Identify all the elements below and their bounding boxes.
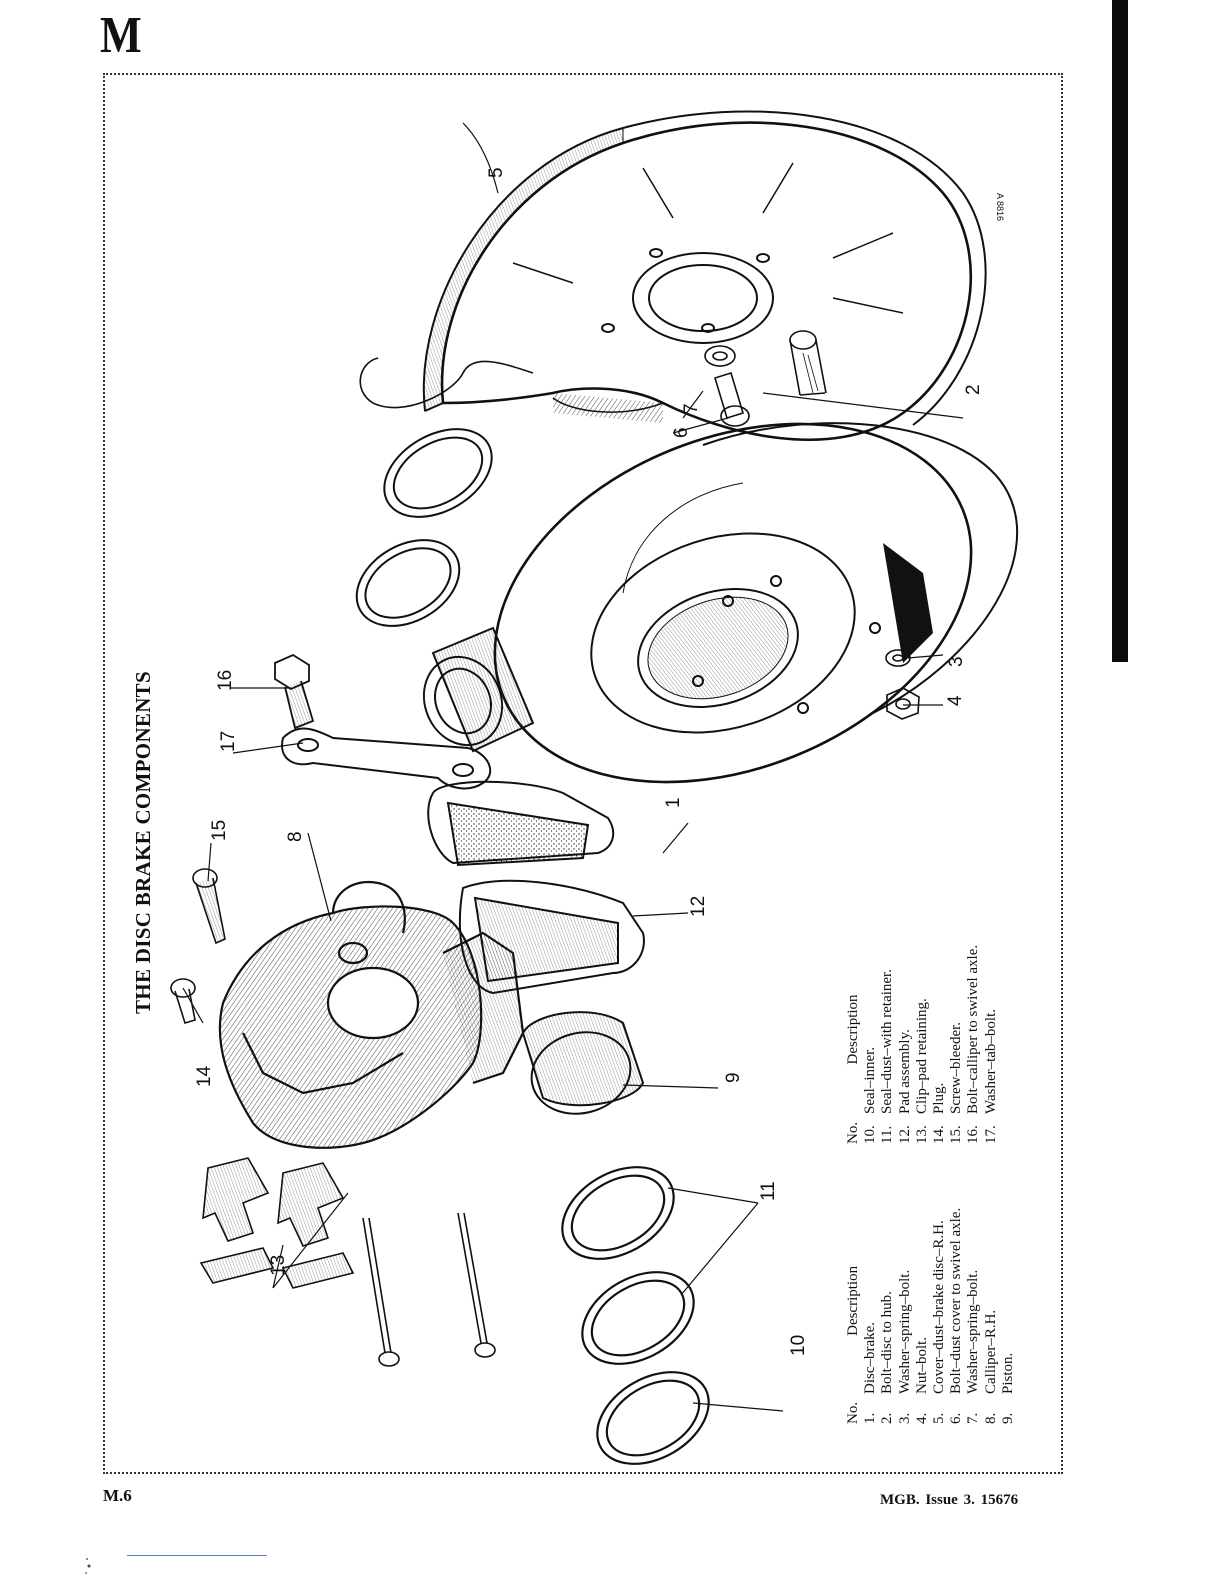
split-pins-part [362, 1212, 496, 1367]
issue-info: MGB. Issue 3. 15676 [880, 1492, 1019, 1508]
nut-bolt-part [886, 687, 920, 720]
figure-frame [103, 73, 1063, 1474]
legend-row: 13.Clip–pad retaining. [913, 998, 930, 1144]
legend-right: No. Description 10.Seal–inner. 11.Seal–d… [845, 945, 1000, 1144]
legend-header-no: No. [845, 1401, 861, 1424]
scan-artifact-line [127, 1555, 267, 1556]
callout-14: 14 [194, 1065, 215, 1087]
legend-header-no: No. [845, 1121, 861, 1144]
callout-15: 15 [209, 819, 230, 841]
legend-row: 2.Bolt–disc to hub. [879, 1291, 896, 1424]
leader-lines [182, 122, 964, 1412]
legend-row: 17.Washer–tab–bolt. [982, 1008, 999, 1144]
callout-10: 10 [788, 1334, 809, 1356]
callout-13: 13 [268, 1254, 289, 1276]
legend-row: 6.Bolt–dust cover to swivel axle. [948, 1207, 965, 1424]
bolt-disc-to-hub-part [789, 330, 827, 396]
callout-9: 9 [723, 1072, 744, 1083]
brake-disc-part [493, 422, 1019, 784]
legend-row: 12.Pad assembly. [896, 1029, 913, 1144]
bleeder-screw-part [192, 868, 226, 945]
legend-row: 3.Washer–spring–bolt. [896, 1269, 913, 1424]
drawing-ref: A 8816 [995, 193, 1005, 221]
legend-row: 1.Disc–brake. [862, 1321, 879, 1424]
exploded-illustration: A 8816 [170, 110, 1019, 1465]
pad-assembly-lower [458, 879, 645, 995]
piston-upper [422, 626, 535, 753]
page-number: M.6 [103, 1486, 132, 1505]
legend-row: 14.Plug. [931, 1082, 948, 1144]
legend-row: 11.Seal–dust–with retainer. [879, 969, 896, 1144]
callout-12: 12 [688, 895, 709, 917]
seal-rings-lower [561, 1166, 710, 1465]
callout-7: 7 [681, 403, 702, 414]
calliper-bolt-part [274, 653, 315, 730]
rotated-content: THE DISC BRAKE COMPONENTS No. Descriptio… [103, 73, 1063, 1474]
pad-assembly-upper [427, 780, 615, 867]
callout-8: 8 [285, 831, 306, 842]
callout-11: 11 [758, 1181, 779, 1201]
callout-2: 2 [963, 384, 984, 395]
scan-smudge [85, 1558, 91, 1574]
callout-17: 17 [218, 730, 239, 752]
piston-lower [521, 1011, 645, 1115]
legend-row: 10.Seal–inner. [862, 1046, 879, 1144]
section-letter: M [100, 7, 142, 64]
callout-3: 3 [946, 656, 967, 667]
legend-row: 9.Piston. [999, 1352, 1016, 1424]
tab-washer-part [281, 727, 492, 790]
legend-row: 8.Calliper–R.H. [982, 1309, 999, 1424]
legend-left: No. Description 1.Disc–brake. 2.Bolt–dis… [845, 1208, 1017, 1424]
callout-5: 5 [486, 167, 507, 178]
legend-header-desc: Description [845, 994, 861, 1065]
pad-clips-part [199, 1157, 355, 1289]
legend-row: 15.Screw–bleeder. [948, 1021, 965, 1144]
calliper-body-part [218, 880, 525, 1149]
callout-4: 4 [945, 695, 966, 706]
callout-6: 6 [671, 427, 692, 438]
legend-header-desc: Description [845, 1265, 861, 1336]
dust-cover-part [359, 110, 987, 441]
washer-spring-bolt-part [704, 345, 736, 367]
scan-edge-bar [1112, 0, 1128, 662]
legend-row: 16.Bolt–calliper to swivel axle. [965, 944, 982, 1144]
legend-row: 5.Cover–dust–brake disc–R.H. [931, 1220, 948, 1424]
figure-title: THE DISC BRAKE COMPONENTS [131, 671, 155, 1014]
callout-1: 1 [663, 797, 684, 808]
legend-row: 4.Nut–bolt. [913, 1336, 930, 1424]
legend-row: 7.Washer–spring–bolt. [965, 1269, 982, 1424]
seal-rings-upper [355, 428, 493, 627]
callout-16: 16 [215, 669, 236, 691]
bolt-dust-cover-part [714, 371, 750, 427]
